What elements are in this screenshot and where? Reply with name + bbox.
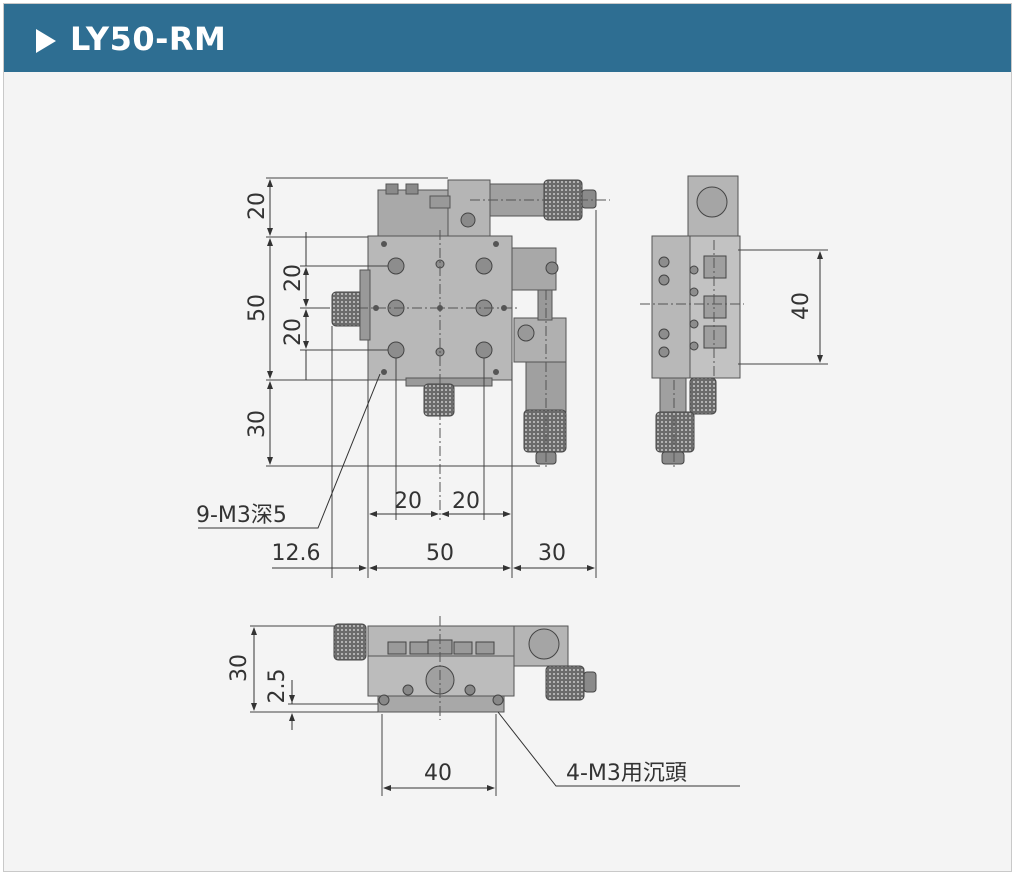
dim-front-counterbore: 2.5 [265, 669, 290, 704]
dim-stage-depth: 50 [245, 294, 270, 322]
dim-hole-pitch-a: 20 [281, 264, 306, 292]
dim-mount-spacing: 40 [424, 761, 452, 786]
side-view: 40 [640, 175, 828, 470]
dim-left-offset: 12.6 [272, 541, 321, 566]
dim-stage-width: 50 [426, 541, 454, 566]
dim-hole-spacing-a: 20 [394, 489, 422, 514]
callout-counterbore-holes: 4-M3用沉頭 [566, 761, 687, 786]
dim-side-travel: 40 [789, 292, 814, 320]
dim-right-offset: 30 [538, 541, 566, 566]
page-title: LY50-RM [70, 20, 227, 58]
dim-hole-pitch-b: 20 [281, 318, 306, 346]
play-triangle-icon [36, 29, 56, 53]
micrometer-housing [447, 179, 491, 237]
drawing-panel [3, 3, 1012, 872]
lock-screw [331, 291, 365, 327]
front-view: 30 2.5 40 4-M3用沉頭 [227, 616, 740, 796]
micrometer-sleeve [489, 183, 547, 217]
dim-hole-spacing-b: 20 [452, 489, 480, 514]
dim-top-offset: 20 [245, 192, 270, 220]
callout-tapped-holes: 9-M3深5 [196, 503, 287, 528]
dim-bottom-offset: 30 [245, 410, 270, 438]
top-view: 20 50 30 20 20 20 20 12.6 50 30 9-M3深5 [196, 177, 610, 578]
title-bar: LY50-RM [4, 4, 1011, 72]
dim-front-height: 30 [227, 654, 252, 682]
